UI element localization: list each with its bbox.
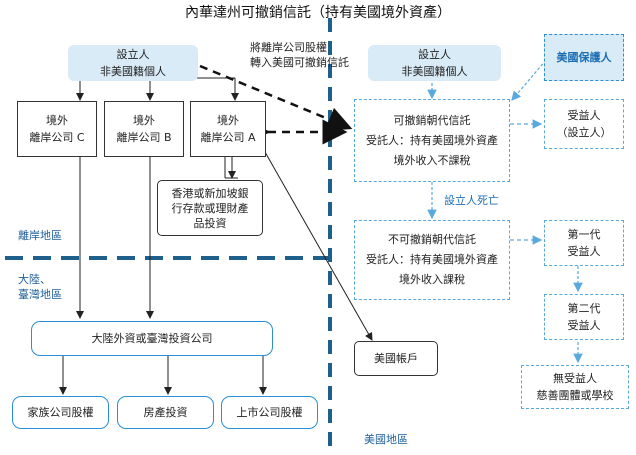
region-mainland-label: 大陸、 臺灣地區 — [18, 272, 62, 302]
beneficiary-line1: 受益人 — [567, 109, 601, 122]
mainland-invest-line1: 大陸外資或臺灣投資公司 — [91, 332, 213, 345]
transfer-label-line1: 將離岸公司股權 — [250, 41, 327, 54]
offshore-a-line1: 境外 — [217, 114, 239, 127]
protector-line1: 美國保護人 — [556, 51, 612, 64]
settlor-node-right: 設立人 非美國籍個人 — [368, 45, 501, 81]
us-protector: 美國保護人 — [544, 34, 624, 81]
listed-equity-line1: 上市公司股權 — [236, 406, 303, 419]
gen1-line1: 第一代 — [567, 228, 601, 241]
settlor-left-line2: 非美國籍個人 — [100, 65, 166, 78]
settlor-right-line1: 設立人 — [418, 48, 451, 61]
hk-sg-line3: 品投資 — [193, 216, 227, 230]
settlor-node-left: 設立人 非美國籍個人 — [68, 45, 198, 81]
offshore-a-line2: 離岸公司 A — [200, 131, 256, 144]
transfer-label-line2: 轉入美國可撤銷信託 — [250, 56, 349, 69]
family-company-equity: 家族公司股權 — [12, 396, 109, 429]
offshore-b-line2: 離岸公司 B — [116, 131, 172, 144]
listed-company-equity: 上市公司股權 — [221, 396, 318, 429]
region-us-label: 美國地區 — [364, 433, 408, 446]
mainland-investment-company: 大陸外資或臺灣投資公司 — [31, 321, 273, 356]
real-estate-line1: 房產投資 — [143, 406, 188, 419]
settlor-right-line2: 非美國籍個人 — [401, 65, 468, 78]
offshore-company-b: 境外 離岸公司 B — [104, 101, 184, 157]
revocable-line1: 可撤銷朝代信託 — [393, 113, 471, 127]
hk-sg-line1: 香港或新加坡銀 — [171, 186, 249, 200]
offshore-company-c: 境外 離岸公司 C — [17, 101, 97, 157]
first-generation-beneficiary: 第一代 受益人 — [544, 220, 624, 266]
irrevocable-line2: 受託人：持有美國境外資產 — [366, 253, 498, 266]
us-account: 美國帳戶 — [354, 341, 438, 376]
revocable-line3: 境外收入不課稅 — [393, 153, 471, 167]
beneficiary-line2: （設立人） — [556, 126, 612, 139]
us-account-line1: 美國帳戶 — [374, 352, 418, 365]
second-generation-beneficiary: 第二代 受益人 — [544, 294, 624, 340]
gen2-line2: 受益人 — [567, 319, 601, 332]
region-offshore-label: 離岸地區 — [18, 229, 62, 242]
region-mainland-line1: 大陸、 — [18, 273, 51, 286]
beneficiary-settlor: 受益人 （設立人） — [544, 99, 624, 149]
revocable-dynasty-trust: 可撤銷朝代信託 受託人：持有美國境外資產 境外收入不課稅 — [354, 99, 510, 182]
offshore-b-line1: 境外 — [133, 114, 155, 127]
hk-sg-line2: 行存款或理財產 — [171, 201, 249, 215]
settlor-death-label: 設立人死亡 — [444, 194, 499, 207]
diagram-title: 內華達州可撤銷信託（持有美國境外資產） — [185, 5, 451, 21]
hk-sg-investment: 香港或新加坡銀 行存款或理財產 品投資 — [157, 180, 263, 236]
region-mainland-line2: 臺灣地區 — [18, 288, 62, 301]
real-estate-investment: 房產投資 — [117, 396, 214, 429]
irrevocable-dynasty-trust: 不可撤銷朝代信託 受託人：持有美國境外資產 境外收入課稅 — [354, 220, 510, 300]
irrevocable-line1: 不可撤銷朝代信託 — [388, 233, 476, 246]
revocable-line2: 受託人：持有美國境外資產 — [366, 133, 498, 147]
irrevocable-line3: 境外收入課稅 — [399, 273, 465, 286]
settlor-left-line1: 設立人 — [116, 48, 150, 61]
no-beneficiary-line2: 慈善團體或學校 — [536, 389, 614, 402]
offshore-company-a: 境外 離岸公司 A — [190, 101, 266, 157]
offshore-c-line2: 離岸公司 C — [29, 131, 85, 144]
family-equity-line1: 家族公司股權 — [27, 406, 94, 419]
no-beneficiary-line1: 無受益人 — [553, 372, 597, 385]
transfer-label: 將離岸公司股權 轉入美國可撤銷信託 — [250, 40, 349, 70]
no-beneficiary-charity: 無受益人 慈善團體或學校 — [521, 365, 629, 409]
gen1-line2: 受益人 — [567, 245, 601, 258]
offshore-c-line1: 境外 — [46, 114, 68, 127]
gen2-line1: 第二代 — [567, 302, 601, 315]
